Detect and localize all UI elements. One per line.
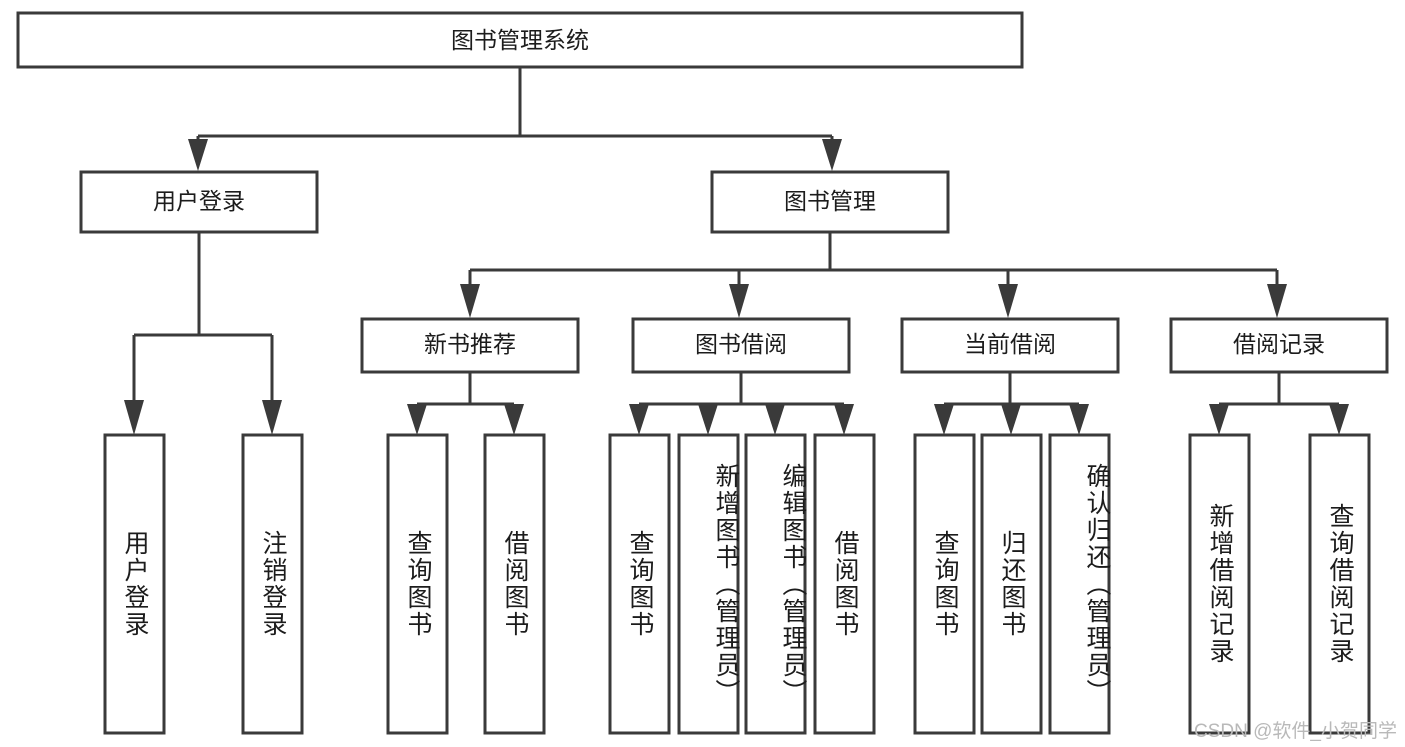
node-box-leaf-bb-edit-book[interactable]	[744, 433, 807, 735]
node-box-leaf-cb-confirm-return[interactable]	[1048, 433, 1111, 735]
node-label-user-login: 用户登录	[153, 188, 245, 214]
arrowhead-bb-leaf-2	[698, 404, 718, 435]
node-box-leaf-bb-add-book[interactable]	[677, 433, 740, 735]
arrowhead-nbr-leaf-2	[504, 404, 524, 435]
node-box-leaf-br-add-record[interactable]	[1188, 433, 1251, 735]
arrowhead-cb-leaf-2	[1001, 404, 1021, 435]
arrowhead-current-borrow	[998, 284, 1018, 318]
arrowhead-borrow-record	[1267, 284, 1287, 318]
arrowhead-leaf-logout	[262, 400, 282, 435]
node-box-leaf-nbr-borrow-book[interactable]	[483, 433, 546, 735]
arrowhead-br-leaf-1	[1209, 404, 1229, 435]
arrowhead-nbr-leaf-1	[407, 404, 427, 435]
node-label-book-borrow: 图书借阅	[695, 331, 787, 357]
node-label-current-borrow: 当前借阅	[964, 331, 1056, 357]
node-label-book-manage: 图书管理	[784, 188, 876, 214]
node-box-leaf-logout[interactable]	[241, 433, 304, 735]
arrowhead-bb-leaf-4	[834, 404, 854, 435]
arrowhead-bb-leaf-3	[765, 404, 785, 435]
arrowhead-book-borrow	[729, 284, 749, 318]
arrowhead-cb-leaf-3	[1069, 404, 1089, 435]
node-box-leaf-bb-query-book[interactable]	[608, 433, 671, 735]
watermark-text: CSDN @软件_小贺同学	[1194, 721, 1397, 742]
arrowhead-user-login	[188, 139, 208, 171]
node-box-leaf-nbr-query-book[interactable]	[386, 433, 449, 735]
arrowhead-br-leaf-2	[1329, 404, 1349, 435]
arrowhead-leaf-user-login	[124, 400, 144, 435]
arrowhead-cb-leaf-1	[934, 404, 954, 435]
node-box-borrow-record[interactable]	[1169, 317, 1389, 374]
node-label-new-book-recommend: 新书推荐	[424, 331, 516, 357]
arrowhead-bb-leaf-1	[629, 404, 649, 435]
node-box-root[interactable]	[16, 11, 1024, 69]
node-label-root: 图书管理系统	[451, 27, 589, 53]
node-box-current-borrow[interactable]	[900, 317, 1120, 374]
node-box-book-manage[interactable]	[710, 170, 950, 234]
arrowhead-new-book-recommend	[460, 284, 480, 318]
node-box-book-borrow[interactable]	[631, 317, 851, 374]
node-box-leaf-user-login[interactable]	[103, 433, 166, 735]
node-box-new-book-recommend[interactable]	[360, 317, 580, 374]
node-box-leaf-br-query-record[interactable]	[1308, 433, 1371, 735]
node-box-leaf-cb-return-book[interactable]	[980, 433, 1043, 735]
arrowhead-book-manage	[822, 139, 842, 171]
node-box-leaf-cb-query-book[interactable]	[913, 433, 976, 735]
node-label-borrow-record: 借阅记录	[1233, 331, 1325, 357]
node-box-leaf-bb-borrow-book[interactable]	[813, 433, 876, 735]
